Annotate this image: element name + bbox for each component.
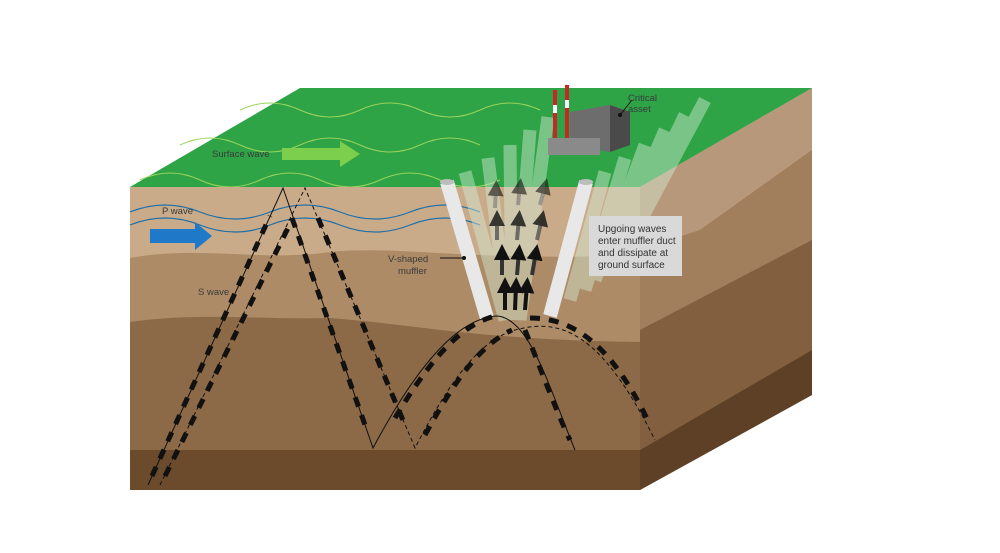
block-front-face — [130, 187, 640, 490]
p-wave-label: P wave — [162, 206, 193, 217]
ray-dashed — [159, 186, 656, 486]
p-wave-arrow — [150, 222, 212, 250]
block-right-face — [640, 88, 812, 490]
ground-surface: Surface wave — [130, 88, 812, 188]
v-shaped-muffler: V-shaped muffler — [388, 179, 593, 320]
muffler-label-line-2: muffler — [398, 266, 427, 277]
callout-line-4: ground surface — [598, 260, 665, 271]
callout-line-1: Upgoing waves — [598, 224, 666, 235]
s-wave-ray-paths — [147, 186, 656, 486]
critical-asset-label-line-1: Critical — [628, 93, 657, 104]
p-wave: P wave — [129, 204, 481, 250]
callout-box: Upgoing waves enter muffler duct and dis… — [589, 216, 682, 276]
callout-line-3: and dissipate at — [598, 248, 668, 259]
upgoing-wave-arrows — [487, 178, 551, 311]
callout-line-2: enter muffler duct — [598, 236, 676, 247]
s-wave-label: S wave — [198, 287, 229, 298]
critical-asset-label-line-2: asset — [628, 104, 651, 115]
muffler-label-line-1: V-shaped — [388, 254, 428, 265]
critical-asset-building: Critical asset — [548, 85, 657, 155]
surface-wave-arrow — [282, 141, 360, 167]
surface-wave-label: Surface wave — [212, 149, 270, 160]
